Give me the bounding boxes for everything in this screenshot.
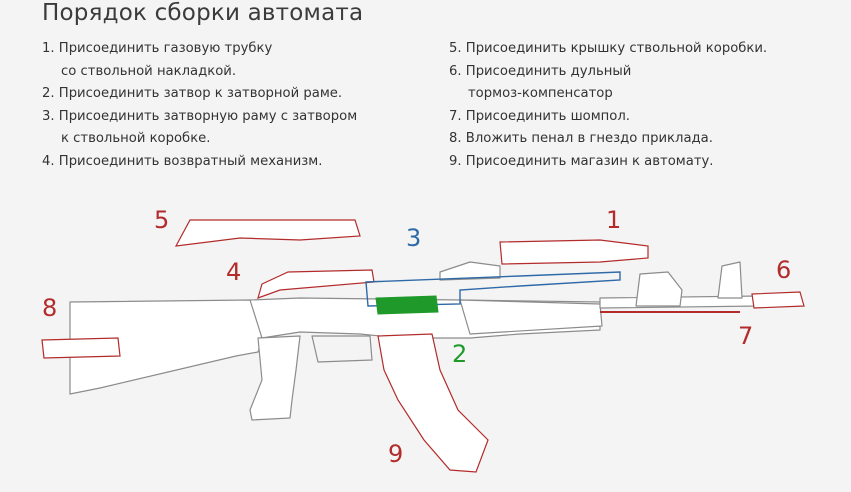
cleaning-kit-part [41,337,121,359]
recoil-spring-part [257,269,375,299]
muzzle-brake-part [751,291,805,309]
step-1: 1. Присоединить газовую трубку [42,41,273,56]
gas-tube-part [499,239,649,265]
lower-handguard [459,299,603,335]
step-5: 5. Присоединить крышку ствольной коробки… [449,41,768,56]
step-8: 8. Вложить пенал в гнездо приклада. [449,131,713,146]
step-6: 6. Присоединить дульный [449,63,632,79]
step-6-cont: тормоз-компенсатор [468,86,613,101]
gas-block [635,271,683,307]
steps-list-left: 1. Присоединить газовую трубку со стволь… [42,38,402,173]
bolt-part [375,295,439,315]
magazine-part [377,333,489,473]
label-5: 5 [154,206,170,234]
step-3-cont: к ствольной коробке. [61,131,211,146]
pistol-grip [249,335,301,421]
step-1-cont: со ствольной накладкой. [61,63,237,79]
label-1: 1 [606,206,622,234]
receiver-cover-part [174,219,361,247]
step-2: 2. Присоединить затвор к затворной раме. [42,86,343,101]
label-6: 6 [776,256,792,284]
step-3: 3. Присоединить затворную раму с затворо… [42,108,358,124]
label-8: 8 [42,294,58,322]
label-7: 7 [738,322,754,350]
trigger-guard [311,335,373,363]
steps-list-right: 5. Присоединить крышку ствольной коробки… [449,38,809,173]
step-7: 7. Присоединить шомпол. [449,108,630,124]
label-2: 2 [452,340,468,368]
label-9: 9 [388,440,404,468]
page-title: Порядок сборки автомата [42,0,364,26]
step-9: 9. Присоединить магазин к автомату. [449,153,714,169]
label-4: 4 [226,258,242,286]
label-3: 3 [406,224,422,252]
front-sight [717,261,743,299]
step-4: 4. Присоединить возвратный механизм. [42,153,323,169]
